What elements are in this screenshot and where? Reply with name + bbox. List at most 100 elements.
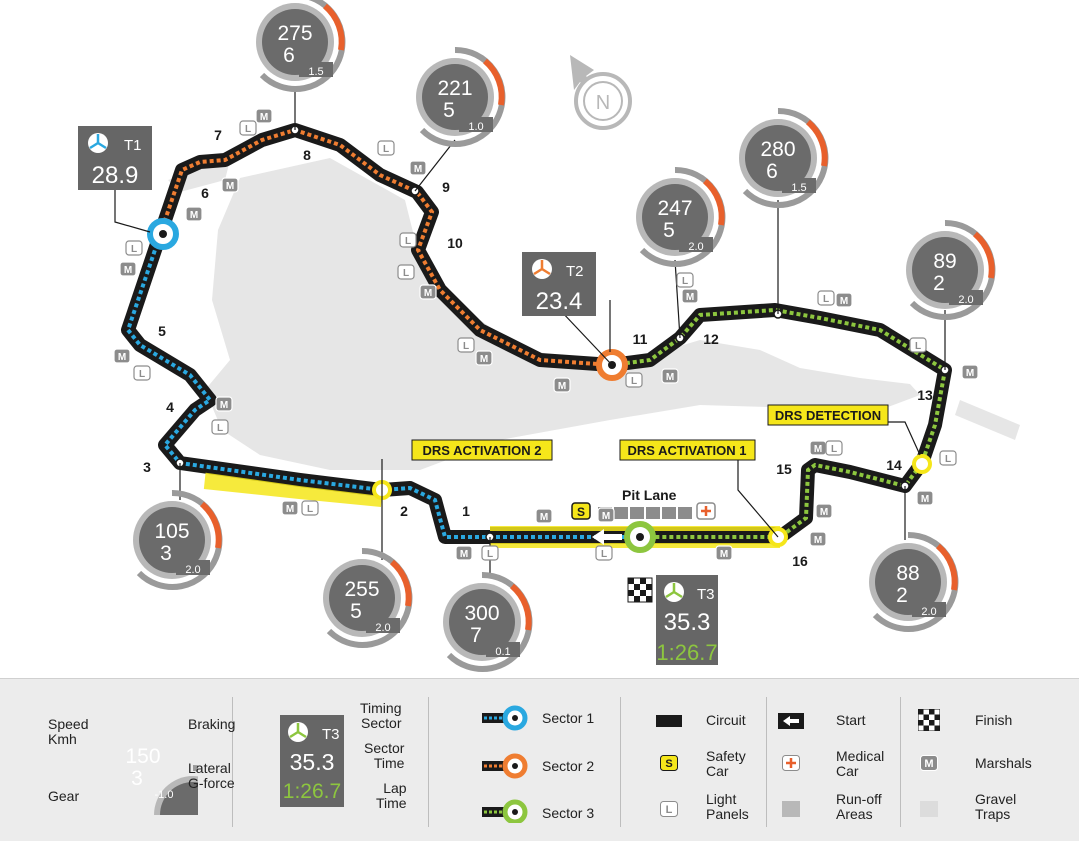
legend-sector3-label: Sector 3	[542, 805, 595, 821]
marshal-badge: M	[916, 490, 934, 506]
drs-activation-2-label: DRS ACTIVATION 2	[411, 439, 553, 461]
svg-text:L: L	[131, 244, 137, 255]
svg-text:N: N	[596, 92, 610, 114]
marshal-badge: M	[961, 364, 979, 380]
gforce-value: 2.0	[688, 241, 703, 253]
sector3-dot	[636, 533, 644, 541]
marshal-badge: M	[809, 440, 827, 456]
svg-text:M: M	[286, 504, 294, 515]
marshal-badge: M	[535, 508, 553, 524]
legend-runoff-label: Run-off Areas	[836, 791, 882, 822]
legend-sector-time-label: Sector Time	[364, 740, 405, 771]
gear-value: 2	[933, 272, 945, 295]
legend-gravel-icon	[920, 801, 938, 817]
svg-text:-1.0: -1.0	[155, 789, 174, 801]
legend-sector-icons	[482, 705, 528, 823]
svg-text:M: M	[124, 265, 132, 276]
svg-text:35.3: 35.3	[664, 609, 711, 636]
svg-text:3: 3	[131, 767, 143, 790]
sector1-dot	[159, 230, 167, 238]
corner-number: 1	[462, 503, 470, 519]
gear-value: 7	[470, 624, 482, 647]
sector1-track	[125, 234, 640, 539]
svg-text:T1: T1	[124, 137, 142, 154]
svg-text:L: L	[945, 454, 951, 465]
corner-number: 4	[166, 399, 174, 415]
legend-start-label: Start	[836, 712, 866, 728]
svg-text:M: M	[558, 381, 566, 392]
gear-value: 6	[766, 160, 778, 183]
marshal-badge: M	[281, 500, 299, 516]
gforce-value: 1.0	[468, 121, 483, 133]
speed-panels: 27561.522151.028061.524752.08922.010532.…	[133, 0, 992, 669]
marshal-badge: M	[835, 292, 853, 308]
svg-text:M: M	[666, 372, 674, 383]
sector2-track	[158, 127, 613, 367]
gear-value: 2	[896, 584, 908, 607]
compass-icon: N	[570, 55, 632, 130]
legend-finish-icon	[918, 709, 940, 731]
marshal-badge: M	[185, 206, 203, 222]
gear-value: 3	[160, 542, 172, 565]
speed-value: 280	[760, 138, 795, 161]
marshal-badge: M	[597, 507, 615, 523]
corner-number: 11	[633, 331, 648, 347]
svg-text:L: L	[915, 341, 921, 352]
speed-value: 255	[344, 578, 379, 601]
svg-text:M: M	[480, 354, 488, 365]
svg-text:T3: T3	[322, 726, 340, 743]
light-panel-badge: L	[301, 500, 319, 516]
legend-timing-sector-label: Timing Sector	[360, 700, 402, 731]
svg-text:M: M	[814, 535, 822, 546]
circuit-map: DRS ACTIVATION 2 DRS ACTIVATION 1 DRS DE…	[78, 0, 1020, 678]
svg-text:T3: T3	[697, 586, 715, 603]
speed-value: 275	[277, 22, 312, 45]
finish-flag-icon	[627, 577, 653, 603]
drs-zone-2	[203, 467, 384, 507]
speed-value: 221	[437, 77, 472, 100]
corner-number: 7	[214, 127, 222, 143]
marshal-badge: M	[419, 284, 437, 300]
svg-text:1:26.7: 1:26.7	[656, 640, 717, 665]
sector3-track	[611, 307, 948, 539]
marshal-badge: M	[455, 545, 473, 561]
legend-circuit-label: Circuit	[706, 712, 746, 728]
svg-text:35.3: 35.3	[290, 749, 335, 775]
speed-value: 88	[896, 562, 919, 585]
light-panel-badge: L	[133, 365, 151, 381]
legend-gravel-label: Gravel Traps	[975, 791, 1017, 822]
svg-text:L: L	[487, 549, 493, 560]
svg-text:DRS ACTIVATION 2: DRS ACTIVATION 2	[423, 443, 542, 458]
light-panel-badge: L	[481, 545, 499, 561]
legend-marshals-label: Marshals	[975, 755, 1032, 771]
svg-text:M: M	[814, 444, 822, 455]
svg-text:M: M	[540, 512, 548, 523]
svg-text:T2: T2	[566, 263, 584, 280]
gear-value: 5	[443, 99, 455, 122]
marshal-badge: M	[661, 368, 679, 384]
svg-text:L: L	[217, 423, 223, 434]
legend-timing-box: T3 35.3 1:26.7	[280, 715, 344, 807]
legend: 150 3 -1.0 Speed Kmh Braking Lateral G-f…	[0, 678, 1079, 841]
legend-gforce-label: Lateral G-force	[188, 760, 235, 791]
legend-marshal-icon: M	[920, 755, 938, 771]
svg-text:M: M	[190, 210, 198, 221]
legend-medical-car-icon	[782, 755, 800, 771]
marshal-badge: M	[815, 503, 833, 519]
legend-braking-label: Braking	[188, 716, 236, 732]
light-panel-badge: L	[397, 264, 415, 280]
corner-number: 5	[158, 323, 166, 339]
legend-runoff-icon	[782, 801, 800, 817]
drs-detection-label: DRS DETECTION	[767, 404, 889, 426]
legend-sector2-label: Sector 2	[542, 758, 595, 774]
legend-gear-label: Gear	[48, 788, 80, 804]
svg-text:M: M	[118, 352, 126, 363]
svg-text:M: M	[460, 549, 468, 560]
legend-circuit-icon	[656, 715, 682, 727]
svg-text:L: L	[823, 294, 829, 305]
svg-text:L: L	[139, 369, 145, 380]
legend-safety-car-icon: S	[660, 755, 678, 771]
lake	[205, 158, 920, 470]
